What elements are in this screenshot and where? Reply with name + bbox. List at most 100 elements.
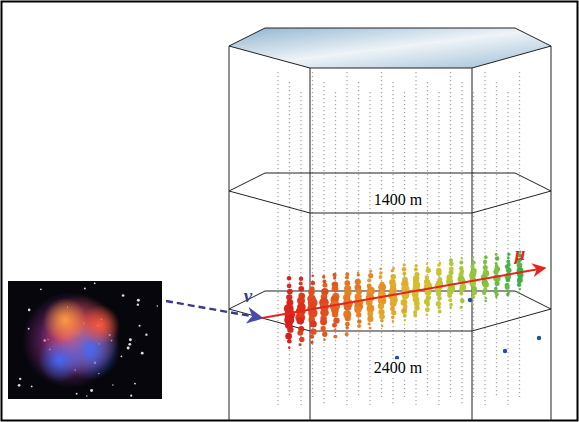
sensor-string <box>427 82 428 397</box>
hit-dot <box>437 296 442 301</box>
hit-dot <box>323 339 325 341</box>
sensor-string <box>300 92 301 405</box>
hit-dot <box>517 291 519 293</box>
hit-dot <box>403 263 406 266</box>
depth-label: 2400 m <box>372 359 424 377</box>
hit-dot <box>297 317 305 325</box>
hit-dot <box>378 303 384 309</box>
particle-symbol: μ <box>513 244 528 265</box>
hit-dot <box>483 260 487 264</box>
hit-dot <box>436 291 441 296</box>
hit-dot <box>310 328 316 334</box>
hit-dot <box>401 308 407 314</box>
sensor-string <box>484 72 485 405</box>
hit-dot <box>468 298 472 302</box>
hit-dot <box>299 277 303 281</box>
hit-dot <box>447 293 452 298</box>
hit-dot <box>379 271 383 275</box>
prism-edge <box>229 46 230 420</box>
hit-dot <box>403 314 407 318</box>
hit-dot <box>345 332 349 336</box>
hit-dot <box>297 330 303 336</box>
hit-dot <box>345 326 348 329</box>
hit-dot <box>507 253 510 256</box>
hit-dot <box>333 317 339 323</box>
hit-dot <box>310 334 314 338</box>
hit-dot <box>404 319 406 321</box>
hit-dot <box>299 337 304 342</box>
hit-dot <box>287 339 292 344</box>
hit-dot <box>367 322 370 325</box>
hit-dot <box>459 287 464 292</box>
hit-dot <box>344 303 352 311</box>
sensor-string <box>415 72 416 405</box>
depth-plane <box>229 173 551 213</box>
hit-dot <box>483 281 489 287</box>
hit-dot <box>287 276 291 280</box>
hit-dot <box>517 277 523 283</box>
hit-dot <box>506 278 511 283</box>
sensor-string <box>289 82 290 397</box>
hit-dot <box>345 275 349 279</box>
hit-dot <box>356 312 361 317</box>
muon-track <box>262 268 545 318</box>
hit-dot <box>506 293 509 296</box>
hit-dot <box>493 269 498 274</box>
sensor-string <box>392 82 393 405</box>
sensor-strings <box>278 72 520 405</box>
hit-dot <box>448 298 452 302</box>
sensor-string <box>519 72 520 397</box>
sensor-string <box>323 82 324 405</box>
hit-dot <box>381 325 383 327</box>
hit-dot <box>503 349 507 353</box>
particle-symbol: ν <box>242 286 254 307</box>
hit-dot <box>413 314 417 318</box>
prism-edge <box>310 68 311 420</box>
hit-dot <box>507 257 510 260</box>
hit-dot <box>436 301 441 306</box>
hit-dot <box>332 323 337 328</box>
sensor-string <box>369 92 370 405</box>
hit-dot <box>482 290 486 294</box>
hit-dot <box>288 347 290 349</box>
hit-dot <box>380 319 384 323</box>
top-face <box>229 28 551 68</box>
prism-edge <box>551 46 552 420</box>
depth-plane <box>229 291 551 331</box>
hit-dot <box>471 303 473 305</box>
hit-dot <box>320 318 327 325</box>
hit-dot <box>308 289 315 296</box>
hit-dot <box>401 299 408 306</box>
sensor-string <box>358 82 359 397</box>
sensor-string <box>381 72 382 397</box>
hit-dot <box>506 267 512 273</box>
depth-label: 1400 m <box>372 191 424 209</box>
hit-dot <box>483 265 488 270</box>
hit-dot <box>358 330 360 332</box>
hit-dot <box>312 275 314 277</box>
hit-dot <box>426 263 428 265</box>
hit-dot <box>321 326 326 331</box>
hit-dot <box>471 290 477 296</box>
hit-dot <box>436 270 442 276</box>
hit-dot <box>332 311 338 317</box>
hit-dot <box>345 322 350 327</box>
hit-dot <box>449 306 452 309</box>
sensor-string <box>461 82 462 405</box>
hit-dot <box>519 288 521 290</box>
hit-dot <box>495 256 499 260</box>
hit-dot <box>414 305 419 310</box>
hit-dot <box>426 268 431 273</box>
prism-edge <box>472 68 473 420</box>
hit-dot <box>495 292 499 296</box>
hit-dot <box>322 283 327 288</box>
hit-dot <box>369 270 372 273</box>
hit-dot <box>460 299 465 304</box>
hit-dot <box>438 310 442 314</box>
hit-dot <box>391 316 395 320</box>
hit-dot <box>402 272 406 276</box>
hit-dot <box>485 297 487 299</box>
hit-dot <box>414 264 417 267</box>
